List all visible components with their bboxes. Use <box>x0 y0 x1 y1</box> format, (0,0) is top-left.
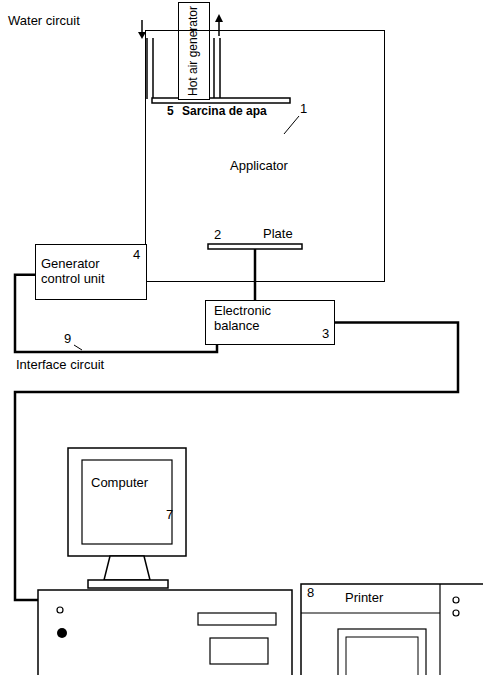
pipe-line <box>141 20 143 33</box>
printer-case <box>301 584 483 675</box>
pipe-label: Water circuit <box>8 14 80 29</box>
printer-unit: 8 Printer <box>300 583 483 675</box>
wire-line <box>15 322 458 600</box>
printer-panel-line <box>301 612 440 613</box>
wire-label: Interface circuit <box>16 358 104 373</box>
interface-wire <box>15 322 458 600</box>
monitor-case <box>68 448 186 556</box>
pipe-line <box>219 38 221 99</box>
applicator-box: Applicator <box>145 30 385 282</box>
indicator-light <box>453 597 459 603</box>
computer-symbol <box>38 448 292 675</box>
balance-box: Electronic balance 3 <box>205 300 335 345</box>
control-unit-box: Generator control unit4 <box>35 244 147 300</box>
drive-slot <box>198 613 276 625</box>
pipe-line <box>218 22 220 36</box>
printer-symbol <box>300 583 483 675</box>
drive-bay <box>210 638 268 664</box>
node-text: Applicator <box>230 159 288 174</box>
indicator-light <box>57 607 63 613</box>
paper-sheet <box>346 637 418 675</box>
printer-panel-line <box>439 584 440 675</box>
callout-number: 1 <box>300 102 307 117</box>
callout-number: 5 <box>167 105 174 119</box>
part-label: Sarcina de apa <box>182 105 267 119</box>
arrow-head <box>215 14 223 22</box>
callout-number: 2 <box>214 228 221 243</box>
node-text: Electronic balance <box>214 304 314 334</box>
pipe-line <box>146 38 148 99</box>
node-text: Computer <box>91 476 148 491</box>
generator-box: Hot air generator <box>178 2 210 100</box>
indicator-light <box>453 610 459 616</box>
monitor-stand <box>104 556 150 580</box>
power-button <box>57 628 67 638</box>
paper-tray <box>338 629 426 675</box>
monitor-foot <box>88 580 168 588</box>
callout-number: 4 <box>133 248 140 263</box>
pipe-line <box>152 38 154 99</box>
computer-unit: Computer 7 <box>38 448 292 675</box>
leader-line <box>284 116 299 134</box>
plate-stem <box>254 249 257 300</box>
node-text: 8 <box>307 586 314 601</box>
node-text: Generator control unit <box>41 257 133 287</box>
callout-number: Printer <box>345 591 383 606</box>
callout-number: 9 <box>64 332 71 347</box>
callout-number: 3 <box>322 327 329 342</box>
node-text: Hot air generator <box>187 6 201 96</box>
water-load-plate <box>152 98 290 103</box>
balance-plate <box>208 244 302 249</box>
computer-case <box>38 590 292 675</box>
part-label: Plate <box>263 227 293 242</box>
pipe-line <box>213 38 215 99</box>
leader-line <box>74 345 82 350</box>
callout-number: 7 <box>166 508 173 523</box>
monitor-screen <box>82 460 172 544</box>
